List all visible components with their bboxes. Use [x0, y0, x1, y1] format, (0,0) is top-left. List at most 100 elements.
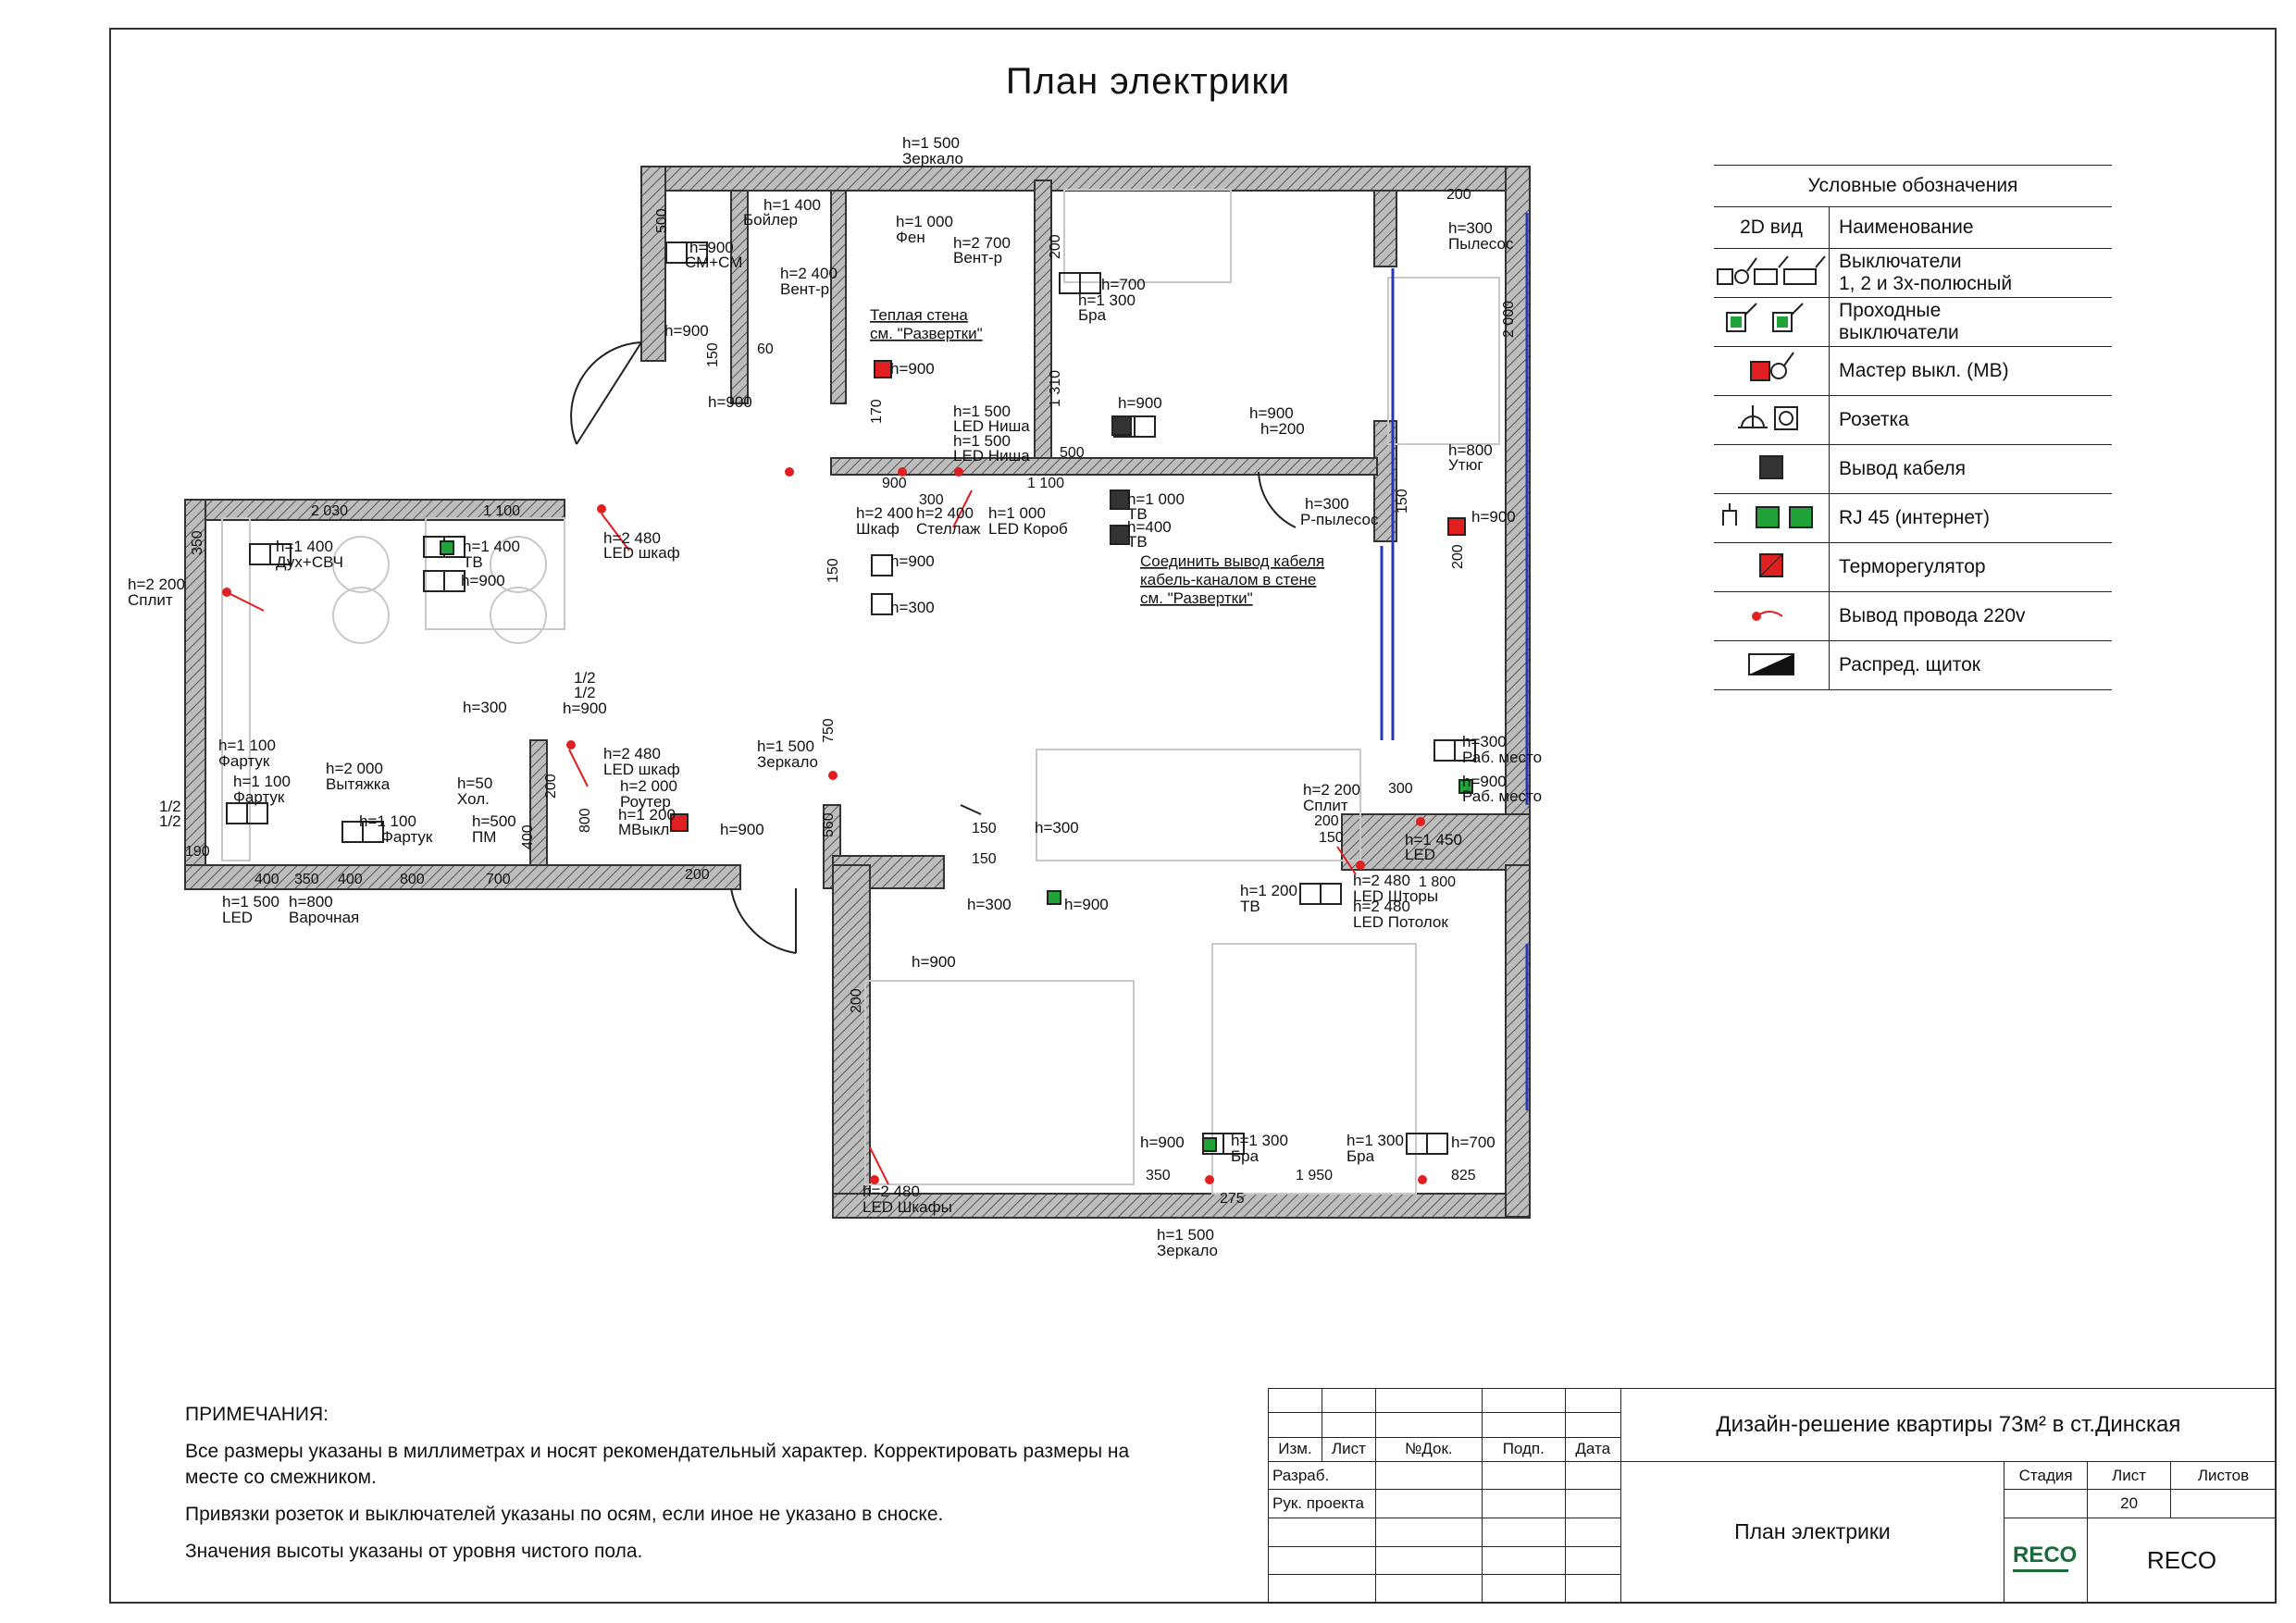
- dim-800-b: 800: [400, 872, 425, 887]
- dim-200-e: 200: [685, 867, 710, 883]
- legend-row-rj45: RJ 45 (интернет): [1714, 493, 2112, 543]
- socket-icon: [1738, 405, 1798, 430]
- legend-col-view: 2D вид: [1714, 206, 1830, 249]
- label-led2-h: h=1 450: [1405, 831, 1462, 849]
- label-router-h: h=2 000: [620, 777, 677, 795]
- label-split: Сплит: [128, 591, 173, 609]
- legend-name-master: Мастер выкл. (МВ): [1829, 346, 2112, 396]
- label-apron2: Фартук: [233, 788, 285, 806]
- label-split2-h: h=2 200: [1303, 781, 1360, 799]
- dim-1310: 1 310: [1048, 370, 1063, 407]
- label-h900-i: h=900: [563, 700, 607, 717]
- label-oven: Дух+СВЧ: [276, 553, 343, 571]
- dim-150-e: 150: [972, 851, 997, 867]
- label-desk: Раб. место: [1462, 749, 1542, 766]
- label-desk2: Раб. место: [1462, 787, 1542, 805]
- label-h200: h=200: [1260, 420, 1305, 438]
- dim-150-c: 150: [825, 558, 841, 583]
- label-h300-c: h=300: [1035, 819, 1079, 836]
- label-kitchen-tv: ТВ: [463, 553, 483, 571]
- wires-220v: [226, 489, 1357, 1185]
- legend-name-cable: Вывод кабеля: [1829, 444, 2112, 494]
- doors: [570, 341, 1297, 954]
- dim-400-c: 400: [338, 872, 363, 887]
- drawing-title: План электрики: [1005, 61, 1291, 102]
- label-half-c: 1/2: [159, 798, 181, 815]
- pass-switch-icon: [1726, 303, 1804, 332]
- label-h900-a: h=900: [664, 322, 709, 340]
- label-fan2-h: h=2 400: [780, 265, 838, 282]
- stamp-col-sign: Подп.: [1481, 1436, 1566, 1462]
- reco-logo-icon: RECO: [2012, 1542, 2077, 1573]
- thermostat-icon: [1759, 553, 1783, 577]
- label-apron-h: h=1 100: [218, 737, 276, 754]
- label-cable-note-3: см. "Развертки": [1140, 589, 1253, 607]
- label-tv: ТВ: [1127, 505, 1148, 523]
- label-tv-h: h=1 000: [1127, 490, 1185, 508]
- dim-500-b: 500: [1060, 445, 1085, 461]
- label-vacuum: Пылесос: [1448, 235, 1514, 253]
- stamp-stage-label: Стадия: [2004, 1460, 2089, 1491]
- label-sconce3-h: h=1 300: [1347, 1132, 1404, 1149]
- legend-name-panel: Распред. щиток: [1829, 640, 2112, 690]
- notes-block: ПРИМЕЧАНИЯ: Все размеры указаны в миллим…: [185, 1402, 1166, 1576]
- dim-2000: 2 000: [1501, 301, 1517, 338]
- cable-outlet-icon: [1759, 455, 1783, 479]
- label-sconce2: Бра: [1231, 1147, 1260, 1165]
- label-ledbox: LED Короб: [988, 520, 1068, 538]
- cable-outputs: [1110, 415, 1132, 545]
- label-led2: LED: [1405, 846, 1435, 863]
- legend-row-thermostat: Терморегулятор: [1714, 542, 2112, 592]
- label-wm: СМ+СМ: [685, 254, 742, 271]
- dim-400-b: 400: [254, 872, 279, 887]
- label-half-a: 1/2: [574, 669, 596, 687]
- label-fan-h: h=2 700: [953, 234, 1011, 252]
- label-sconce3: Бра: [1347, 1147, 1375, 1165]
- label-warm-wall: Теплая стена: [870, 306, 968, 324]
- label-h900-d: h=900: [1118, 394, 1162, 412]
- label-half-b: 1/2: [574, 684, 596, 701]
- label-mirror2-h: h=1 500: [757, 737, 814, 755]
- dim-900: 900: [882, 476, 907, 491]
- label-sconce2-h: h=1 300: [1231, 1132, 1288, 1149]
- label-half-d: 1/2: [159, 812, 181, 830]
- label-rvac: Р-пылесос: [1300, 511, 1379, 528]
- thermostats: [670, 360, 1466, 832]
- label-niche: LED Ниша: [953, 417, 1030, 435]
- label-split-h: h=2 200: [128, 576, 185, 593]
- label-split2: Сплит: [1303, 797, 1348, 814]
- label-apron2-h: h=1 100: [233, 773, 291, 790]
- rj45-icon: [1722, 503, 1813, 528]
- stamp-col-date: Дата: [1564, 1436, 1621, 1462]
- label-h900-l: h=900: [912, 953, 956, 971]
- legend-col-name: Наименование: [1829, 206, 2112, 249]
- label-niche2-h: h=1 500: [953, 432, 1011, 450]
- dim-750: 750: [821, 718, 837, 743]
- stamp-col-list: Лист: [1321, 1436, 1376, 1462]
- label-h700: h=700: [1101, 276, 1146, 293]
- title-block: Дизайн-решение квартиры 73м² в ст.Динска…: [1268, 1387, 2277, 1604]
- label-dryer: Фен: [896, 229, 925, 246]
- rj45-outlets: [440, 540, 1473, 1152]
- label-mirror: Зеркало: [902, 150, 963, 167]
- dim-1100-a: 1 100: [1027, 476, 1064, 491]
- dim-200-c: 200: [1450, 544, 1466, 569]
- dim-275: 275: [1220, 1191, 1245, 1207]
- label-iron: Утюг: [1448, 456, 1483, 474]
- plan-dimensions: 200 500 150 60 170 200 1 310 2 000 150 2…: [185, 187, 1517, 1207]
- dim-150-a: 150: [705, 342, 721, 367]
- label-wardrobe-h: h=2 400: [856, 504, 913, 522]
- company-logo: RECO: [2004, 1518, 2089, 1604]
- legend-name-pass-switch: Проходные выключатели: [1829, 297, 2112, 347]
- legend-row-socket: Розетка: [1714, 395, 2112, 445]
- dim-1100-b: 1 100: [483, 503, 520, 519]
- label-dryer-h: h=1 000: [896, 213, 953, 230]
- dim-800: 800: [577, 808, 593, 833]
- legend-name-switch: Выключатели 1, 2 и 3х-полюсный: [1829, 248, 2112, 298]
- dim-200-g: 200: [849, 988, 864, 1013]
- label-led-wardrobes: LED Шкафы: [863, 1198, 952, 1216]
- label-ledbox-h: h=1 000: [988, 504, 1046, 522]
- stamp-col-izm: Изм.: [1268, 1436, 1322, 1462]
- dim-150-b: 150: [1395, 489, 1410, 514]
- label-h300-a: h=300: [890, 599, 935, 616]
